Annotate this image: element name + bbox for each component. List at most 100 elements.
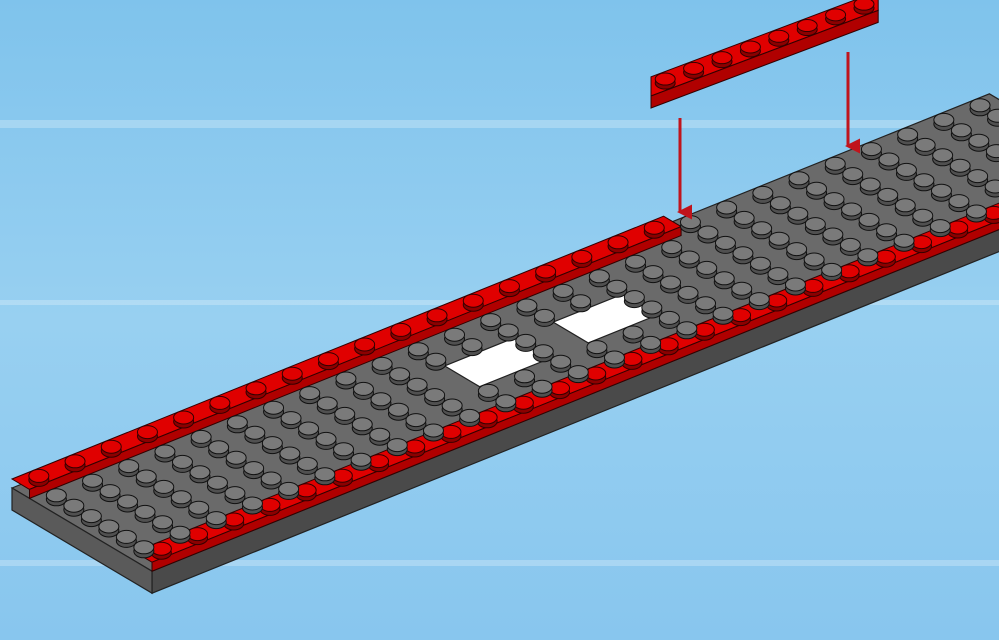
gray-stud-top: [661, 276, 681, 289]
red-row-front-stud-top-10: [513, 396, 533, 409]
gray-stud-top: [496, 395, 516, 408]
gray-stud-top: [604, 351, 624, 364]
red-row-front-stud-top-16: [731, 309, 751, 322]
gray-stud-top: [677, 322, 697, 335]
gray-stud-top: [805, 218, 825, 231]
gray-stud-top: [641, 336, 661, 349]
gray-stud-top: [697, 261, 717, 274]
gray-stud-top: [300, 387, 320, 400]
red-row-front-stud-top-5: [332, 469, 352, 482]
gray-stud-top: [931, 184, 951, 197]
gray-stud-top: [170, 526, 190, 539]
gray-stud-top: [153, 516, 173, 529]
red-row-back-stud-top-11: [427, 309, 447, 322]
gray-stud-top: [589, 270, 609, 283]
loose-stud-top: [826, 9, 846, 21]
red-row-back-stud-top-15: [572, 250, 592, 263]
gray-stud-top: [135, 505, 155, 518]
gray-stud-top: [244, 462, 264, 475]
gray-stud-top: [245, 426, 265, 439]
gray-stud-top: [933, 149, 953, 162]
gray-stud-top: [551, 355, 571, 368]
gray-stud-top: [861, 143, 881, 156]
gray-stud-top: [516, 334, 536, 347]
gray-stud-top: [423, 424, 443, 437]
red-row-front-stud-top-3: [260, 498, 280, 511]
gray-stud-top: [515, 370, 535, 383]
gray-stud-top: [281, 412, 301, 425]
gray-stud-top: [879, 153, 899, 166]
gray-stud-top: [297, 457, 317, 470]
gray-stud-top: [154, 480, 174, 493]
red-row-front-stud-top-8: [441, 425, 461, 438]
gray-stud-top: [642, 301, 662, 314]
gray-stud-top: [914, 174, 934, 187]
red-row-front-stud-top-22: [948, 221, 968, 234]
gray-stud-top: [859, 213, 879, 226]
gray-stud-top: [81, 510, 101, 523]
gray-stud-top: [679, 251, 699, 264]
red-row-front-stud-top-21: [912, 236, 932, 249]
gray-stud-top: [172, 455, 192, 468]
gray-stud-top: [788, 207, 808, 220]
gray-stud-top: [462, 339, 482, 352]
gray-stud-top: [842, 203, 862, 216]
gray-stud-top: [207, 476, 227, 489]
gray-stud-top: [190, 466, 210, 479]
red-row-front-stud-top-20: [875, 250, 895, 263]
red-row-back-stud-top-9: [355, 338, 375, 351]
gray-stud-top: [624, 291, 644, 304]
red-row-front-stud-top-17: [767, 294, 787, 307]
red-row-front-stud-top-4: [296, 484, 316, 497]
red-row-back-stud-top-12: [463, 294, 483, 307]
gray-stud-top: [732, 282, 752, 295]
gray-stud-top: [749, 293, 769, 306]
gray-stud-top: [895, 199, 915, 212]
loose-stud-top: [797, 20, 817, 32]
gray-stud-top: [299, 422, 319, 435]
gray-stud-top: [823, 228, 843, 241]
red-row-back-stud-top-8: [318, 353, 338, 366]
gray-stud-top: [768, 268, 788, 281]
gray-stud-top: [969, 134, 989, 147]
gray-stud-top: [680, 216, 700, 229]
gray-stud-top: [532, 380, 552, 393]
gray-stud-top: [99, 520, 119, 533]
gray-stud-top: [481, 314, 501, 327]
gray-stud-top: [206, 512, 226, 525]
red-row-back-stud-top-16: [608, 236, 628, 249]
gray-stud-top: [553, 284, 573, 297]
gray-stud-top: [189, 501, 209, 514]
gray-stud-top: [155, 445, 175, 458]
gray-stud-top: [119, 460, 139, 473]
gray-stud-top: [134, 541, 154, 554]
gray-stud-top: [714, 272, 734, 285]
gray-stud-top: [226, 451, 246, 464]
gray-stud-top: [279, 482, 299, 495]
gray-stud-top: [587, 341, 607, 354]
red-row-back-stud-top-2: [101, 440, 121, 453]
gray-stud-top: [807, 182, 827, 195]
gray-stud-top: [534, 309, 554, 322]
gray-stud-top: [571, 295, 591, 308]
gray-stud-top: [770, 197, 790, 210]
gray-stud-top: [785, 278, 805, 291]
red-row-front-stud-top-0: [151, 542, 171, 555]
loose-stud-top: [854, 0, 874, 10]
gray-stud-top: [533, 345, 553, 358]
gray-stud-top: [877, 224, 897, 237]
gray-stud-top: [643, 266, 663, 279]
gray-stud-top: [623, 326, 643, 339]
loose-stud-top: [712, 52, 732, 64]
gray-stud-top: [372, 357, 392, 370]
gray-stud-top: [407, 378, 427, 391]
gray-stud-top: [734, 211, 754, 224]
gray-stud-top: [713, 307, 733, 320]
gray-stud-top: [351, 453, 371, 466]
gray-stud-top: [696, 297, 716, 310]
gray-stud-top: [64, 499, 84, 512]
gray-stud-top: [968, 170, 988, 183]
red-row-back-stud-top-7: [282, 367, 302, 380]
red-row-front-stud-top-11: [550, 382, 570, 395]
